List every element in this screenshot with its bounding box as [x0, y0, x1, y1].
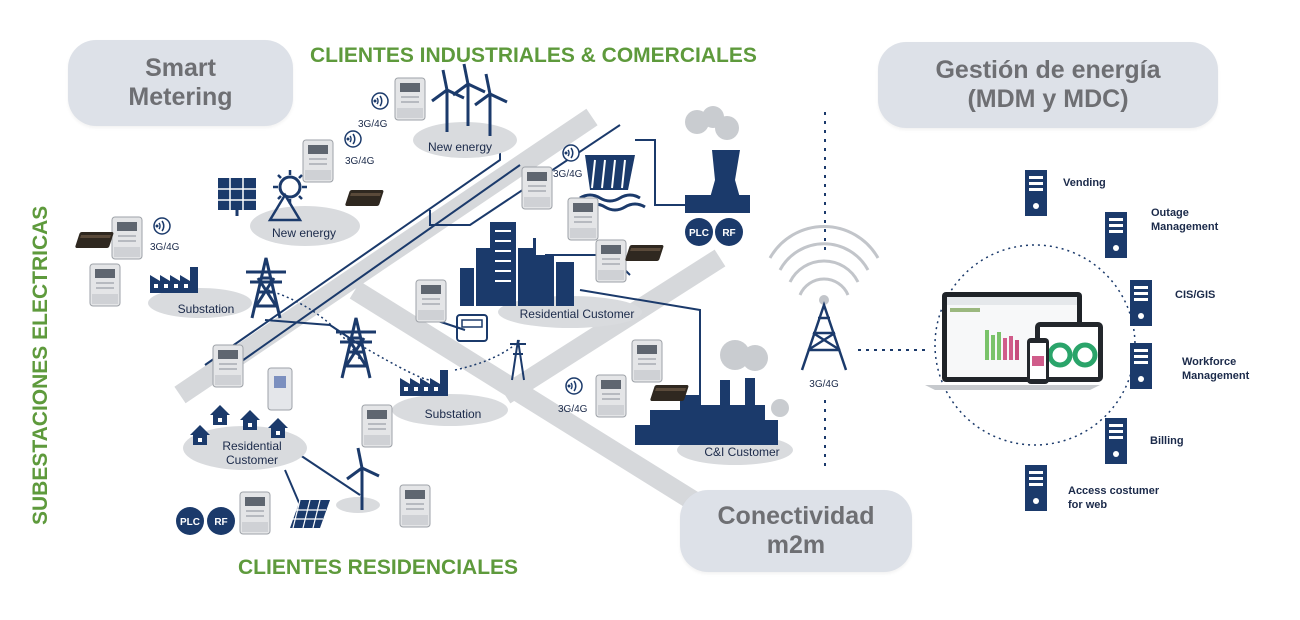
solar-panel-icon [218, 178, 256, 216]
new-energy-left-label: New energy [272, 226, 336, 240]
smart-meter-icon [361, 404, 393, 448]
system-label-workforce-management: Workforce Management [1182, 356, 1250, 382]
smart-metering-text: Smart Metering [128, 54, 233, 111]
wireless-signal-icon [562, 144, 580, 162]
system-label-access-web: Access costumer for web [1068, 485, 1160, 511]
cell-tower-icon [768, 224, 880, 371]
modem-icon [624, 245, 664, 261]
smart-metering-heading: Smart Metering [68, 40, 293, 126]
smart-meter-icon [239, 491, 271, 535]
antenna-icon [510, 339, 526, 381]
substation-factory-icon [400, 370, 448, 396]
solar-panel-small-icon [290, 499, 330, 529]
rf-badge-bottom [207, 507, 235, 535]
plc-label-bottom: PLC [180, 517, 200, 528]
system-label-vending: Vending [1063, 177, 1106, 189]
house-icon [210, 405, 230, 425]
city-buildings-icon [460, 222, 574, 306]
server-icon [1105, 212, 1127, 258]
road-cross [349, 281, 706, 514]
road-secondary [499, 249, 726, 404]
hydro-dam-icon [579, 155, 646, 212]
smart-meter-icon [399, 484, 431, 528]
industrial-clients-title: CLIENTES INDUSTRIALES & COMERCIALES [310, 44, 757, 67]
signal-label: 3G/4G [150, 242, 180, 253]
residential-left-label-line1: Residential [222, 439, 281, 453]
system-label-outage-management: Outage Management [1151, 207, 1219, 233]
smart-meter-icon [111, 216, 143, 260]
system-label-billing: Billing [1150, 435, 1184, 447]
smart-meter-icon [595, 239, 627, 283]
residential-clients-title: CLIENTES RESIDENCIALES [238, 556, 519, 579]
residential-center-label: Residential Customer [520, 307, 635, 321]
signal-label: 3G/4G [345, 156, 375, 167]
energy-management-heading: Gestión de energía (MDM y MDC) [878, 42, 1218, 128]
power-plant-icon [685, 106, 750, 213]
system-label-cis-gis: CIS/GIS [1175, 289, 1216, 301]
dotted-link-2 [359, 344, 431, 381]
smart-meter-icon [521, 166, 553, 210]
dotted-link-1 [267, 289, 361, 361]
server-icon [1130, 280, 1152, 326]
rf-label-top: RF [722, 228, 735, 239]
rf-label-bottom: RF [214, 517, 227, 528]
smart-meter-icon [567, 197, 599, 241]
power-pylon-icon [244, 256, 288, 320]
meter-box-icon [456, 314, 488, 342]
road-main [174, 108, 598, 404]
connectivity-heading: Conectividad m2m [680, 490, 912, 572]
plc-badge-bottom [176, 507, 204, 535]
new-energy-left-base [250, 206, 360, 246]
server-icon [1105, 418, 1127, 464]
sun-icon [267, 170, 307, 222]
wireless-signal-icon [371, 92, 389, 110]
modem-icon [344, 190, 384, 206]
substation-left-label: Substation [178, 302, 235, 316]
city-windows [495, 230, 511, 282]
substation-left-base [148, 288, 252, 318]
signal-label: 3G/4G [553, 169, 583, 180]
power-lines [204, 124, 701, 506]
server-icon [1130, 343, 1152, 389]
ci-customer-label: C&I Customer [704, 445, 779, 459]
smart-meter-icon [631, 339, 663, 383]
modem-icon [74, 232, 114, 248]
smart-meter-icon [212, 344, 244, 388]
residential-left-label-line2: Customer [226, 453, 278, 467]
substation-factory-icon [150, 267, 198, 293]
wireless-signal-icon [153, 217, 171, 235]
smart-meter-icon [595, 374, 627, 418]
smart-meter-icon [89, 263, 121, 307]
plc-badge-top [685, 218, 713, 246]
energy-management-text: Gestión de energía (MDM y MDC) [935, 56, 1161, 113]
plc-label-top: PLC [689, 228, 709, 239]
server-icon [1025, 465, 1047, 511]
signal-label: 3G/4G [558, 404, 588, 415]
turbine-small-base [336, 497, 380, 513]
house-icon [190, 425, 210, 445]
server-icon [1025, 170, 1047, 216]
smart-meter-icon [415, 279, 447, 323]
new-energy-top-label: New energy [428, 140, 492, 154]
modem-icon [649, 385, 689, 401]
tablet-icon [1035, 322, 1103, 382]
breaker-icon [267, 367, 293, 411]
house-icon [268, 418, 288, 438]
power-pylon-icon [334, 316, 378, 380]
tower-label: 3G/4G [809, 379, 839, 390]
phone-icon [1027, 338, 1049, 384]
substation-center-label: Substation [425, 407, 482, 421]
signal-label: 3G/4G [358, 119, 388, 130]
substation-center-base [392, 394, 508, 426]
house-icon [240, 410, 260, 430]
smart-meter-icon [302, 139, 334, 183]
ci-factory-icon [635, 340, 789, 445]
smart-meter-icon [394, 77, 426, 121]
wireless-signal-icon [565, 377, 583, 395]
rf-badge-top [715, 218, 743, 246]
connectivity-text: Conectividad m2m [717, 502, 875, 559]
substations-title: SUBESTACIONES ELECTRICAS [29, 205, 52, 525]
wireless-signal-icon [344, 130, 362, 148]
